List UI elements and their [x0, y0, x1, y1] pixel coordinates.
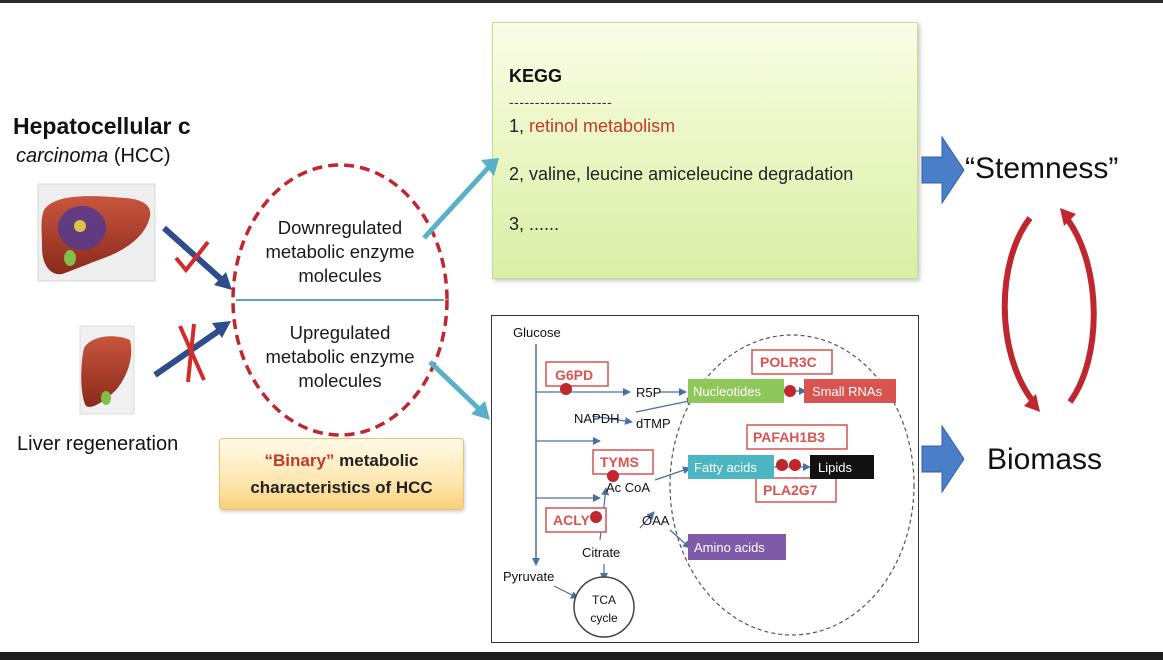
pathway-to-biomass-arrow — [921, 424, 965, 494]
lipids-label: Lipids — [818, 460, 852, 475]
downregulated-text: Downregulated metabolic enzyme molecules — [240, 216, 440, 288]
amino-acids-box — [688, 534, 786, 560]
binary-line-1: “Binary” metabolic — [264, 447, 418, 474]
dtmp-label: dTMP — [636, 416, 671, 431]
r5p-label: R5P — [636, 385, 661, 400]
hcc-subtitle-italic: carcinoma — [16, 145, 109, 167]
up-line-1: Upregulated — [289, 322, 391, 343]
nucleotides-box — [688, 379, 784, 403]
hcc-to-downregulated-arrow — [161, 225, 232, 290]
pathway-dashed-circle — [669, 334, 915, 636]
tca-label: TCA — [592, 593, 616, 607]
pafah1b3-label: PAFAH1B3 — [753, 429, 825, 445]
down-line-1: Downregulated — [277, 217, 403, 238]
hcc-subtitle-rest: (HCC) — [108, 145, 171, 167]
down-line-2: metabolic enzyme — [265, 241, 415, 262]
accoa-label: Ac CoA — [606, 480, 650, 495]
bottom-border — [0, 652, 1163, 660]
regeneration-liver-image — [79, 325, 135, 415]
pyruvate-label: Pyruvate — [503, 569, 554, 584]
hcc-liver-image — [37, 183, 156, 282]
nucleotides-label: Nucleotides — [693, 384, 761, 399]
g6pd-label: G6PD — [555, 367, 593, 383]
up-line-3: molecules — [298, 370, 382, 391]
metabolic-enzyme-oval — [231, 163, 449, 437]
biomass-label: Biomass — [987, 443, 1103, 476]
fatty-acids-box — [688, 455, 774, 479]
g6pd-box — [545, 361, 609, 387]
nadph-label: NAPDH — [574, 411, 620, 426]
fatty-acids-label: Fatty acids — [694, 460, 757, 475]
stemness-label: “Stemness” — [965, 152, 1119, 185]
stemness-biomass-cycle-arrows — [1001, 208, 1097, 412]
top-border — [0, 0, 1163, 3]
tyms-box — [592, 449, 654, 475]
tca-cycle-circle — [573, 576, 635, 638]
polr3c-label: POLR3C — [760, 354, 817, 370]
kegg-item-1-num: 1, — [509, 116, 530, 136]
metabolic-pathway: Glucose G6PD R5P NAPDH dTMP TYMS Ac CoA … — [503, 325, 915, 638]
kegg-item-3: 3, ...... — [509, 214, 560, 234]
cycle-label: cycle — [590, 611, 618, 625]
binary-line-2: characteristics of HCC — [250, 478, 433, 497]
hcc-subtitle: carcinoma (HCC) — [16, 145, 170, 168]
kegg-box: KEGG -------------------- 1, retinol met… — [492, 22, 918, 279]
binary-characteristics-box: “Binary” metabolic characteristics of HC… — [219, 438, 464, 510]
kegg-item-2: 2, valine, leucine amiceleucine degradat… — [509, 164, 854, 184]
liver-regeneration-label: Liver regeneration — [17, 433, 179, 455]
amino-acids-label: Amino acids — [694, 540, 765, 555]
polr3c-box — [751, 349, 833, 375]
down-line-3: molecules — [298, 265, 382, 286]
kegg-divider: -------------------- — [509, 94, 613, 110]
upregulated-text: Upregulated metabolic enzyme molecules — [240, 321, 440, 393]
binary-line-1-rest: metabolic — [334, 451, 419, 470]
pla2g7-box — [755, 477, 837, 503]
oval-to-pathway-arrow — [428, 360, 490, 420]
pla2g7-label: PLA2G7 — [763, 482, 818, 498]
glucose-label: Glucose — [513, 325, 561, 340]
kegg-to-stemness-arrow — [921, 135, 965, 205]
small-rnas-label: Small RNAs — [812, 384, 883, 399]
oaa-label: OAA — [642, 513, 670, 528]
binary-quote: “Binary” — [264, 451, 335, 470]
kegg-item-1-text: retinol metabolism — [529, 116, 676, 136]
kegg-title: KEGG — [509, 66, 563, 86]
oval-to-kegg-arrow — [422, 158, 499, 240]
citrate-label: Citrate — [582, 545, 620, 560]
up-line-2: metabolic enzyme — [265, 346, 415, 367]
small-rnas-box — [804, 379, 896, 403]
hcc-title: Hepatocellular c — [13, 113, 191, 139]
regeneration-to-upregulated-arrow — [153, 321, 231, 383]
pafah1b3-box — [746, 424, 848, 450]
lipids-box — [810, 455, 874, 479]
acly-label: ACLY — [553, 512, 590, 528]
kegg-item-1: 1, retinol metabolism — [509, 116, 675, 137]
tyms-label: TYMS — [600, 454, 639, 470]
